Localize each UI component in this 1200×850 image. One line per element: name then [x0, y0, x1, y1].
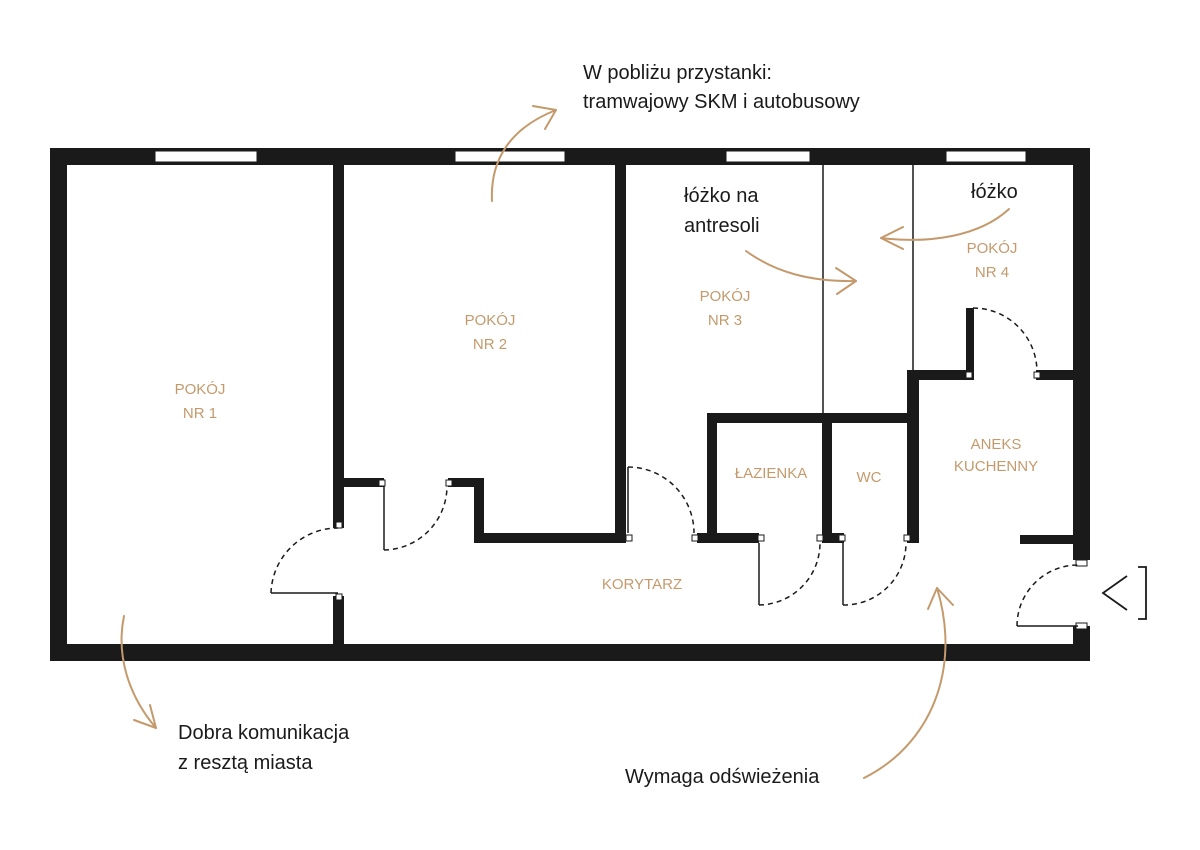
wall-r4-door-jamb	[966, 308, 974, 380]
room1-label: POKÓJ	[175, 381, 226, 398]
wall-r1-corridor-lower	[333, 596, 344, 646]
door-wc	[842, 542, 907, 606]
entrance-arrow-icon	[1101, 566, 1147, 620]
wall-bottom	[50, 644, 1090, 661]
bathroom-label: ŁAZIENKA	[735, 465, 808, 482]
windows	[154, 150, 1027, 163]
wall-top	[50, 148, 1090, 165]
wc-label: WC	[857, 469, 882, 486]
room4-label: NR 4	[975, 264, 1009, 281]
communication-note: Dobra komunikacja	[178, 722, 350, 744]
wall-r2-step	[474, 478, 484, 543]
wall-bath-wc	[822, 413, 832, 543]
wall-kitchen-stub	[1020, 535, 1076, 544]
wall-r2-low	[474, 533, 626, 543]
mezzanine-note: łóżko na	[684, 185, 759, 207]
outer-walls	[50, 148, 1090, 661]
communication-note: z resztą miasta	[178, 752, 313, 774]
jamb	[1075, 559, 1088, 567]
wall-right-lower	[1073, 626, 1090, 661]
window-room1	[154, 150, 258, 163]
kitchen-label: KUCHENNY	[954, 458, 1038, 475]
arrow-bed	[880, 208, 1010, 250]
jamb	[816, 534, 824, 542]
wall-bath-top	[707, 413, 917, 423]
arrow-mezzanine	[745, 250, 857, 295]
arrow-communication	[120, 615, 157, 729]
room-labels: POKÓJ NR 1 POKÓJ NR 2 POKÓJ NR 3 POKÓJ N…	[175, 240, 1039, 593]
room1-label: NR 1	[183, 405, 217, 422]
wall-r2-r3	[615, 165, 626, 543]
room2-label: POKÓJ	[465, 312, 516, 329]
wall-wc-bottom	[822, 533, 844, 543]
arrow-refresh	[863, 587, 954, 779]
jamb	[691, 534, 699, 542]
wall-r2-bottom-right	[448, 478, 484, 487]
annotation-arrows	[120, 105, 1010, 779]
wall-left	[50, 148, 67, 661]
room2-label: NR 2	[473, 336, 507, 353]
room3-label: POKÓJ	[700, 288, 751, 305]
jamb	[625, 534, 633, 542]
window-room4	[945, 150, 1027, 163]
jamb	[838, 534, 846, 542]
annotations: W pobliżu przystanki: tramwajowy SKM i a…	[178, 62, 1018, 788]
jamb	[335, 521, 343, 529]
mezzanine-note: antresoli	[684, 215, 760, 237]
wall-r2-bottom-left	[344, 478, 384, 487]
wall-bath-bottom	[697, 533, 759, 543]
wall-wc-right	[907, 370, 919, 543]
doors	[270, 307, 1079, 627]
interior-walls	[333, 165, 1076, 646]
wall-r4-bottom-left	[913, 370, 973, 380]
room4-label: POKÓJ	[967, 240, 1018, 257]
jamb	[757, 534, 765, 542]
wall-r4-bottom-right	[1036, 370, 1076, 380]
jamb	[335, 593, 343, 601]
door-bathroom	[758, 542, 821, 606]
door-room4	[972, 307, 1038, 373]
kitchen-label: ANEKS	[971, 436, 1022, 453]
jamb	[903, 534, 911, 542]
jamb	[965, 371, 973, 379]
jamb	[445, 479, 453, 487]
door-entrance	[1016, 564, 1079, 627]
transport-note: W pobliżu przystanki:	[583, 62, 772, 84]
corridor-label: KORYTARZ	[602, 576, 682, 593]
window-room3	[725, 150, 811, 163]
bed-note: łóżko	[971, 181, 1018, 203]
jamb	[378, 479, 386, 487]
transport-note: tramwajowy SKM i autobusowy	[583, 91, 860, 113]
room3-label: NR 3	[708, 312, 742, 329]
jamb	[1033, 371, 1041, 379]
wall-right-upper	[1073, 148, 1090, 560]
wall-r1-r2	[333, 165, 344, 528]
arrow-transport	[490, 105, 557, 202]
wall-bath-left	[707, 413, 717, 543]
window-room2	[454, 150, 566, 163]
door-room1	[270, 527, 339, 594]
door-room2	[383, 485, 448, 551]
door-room3	[627, 466, 695, 534]
refresh-note: Wymaga odświeżenia	[625, 766, 820, 788]
